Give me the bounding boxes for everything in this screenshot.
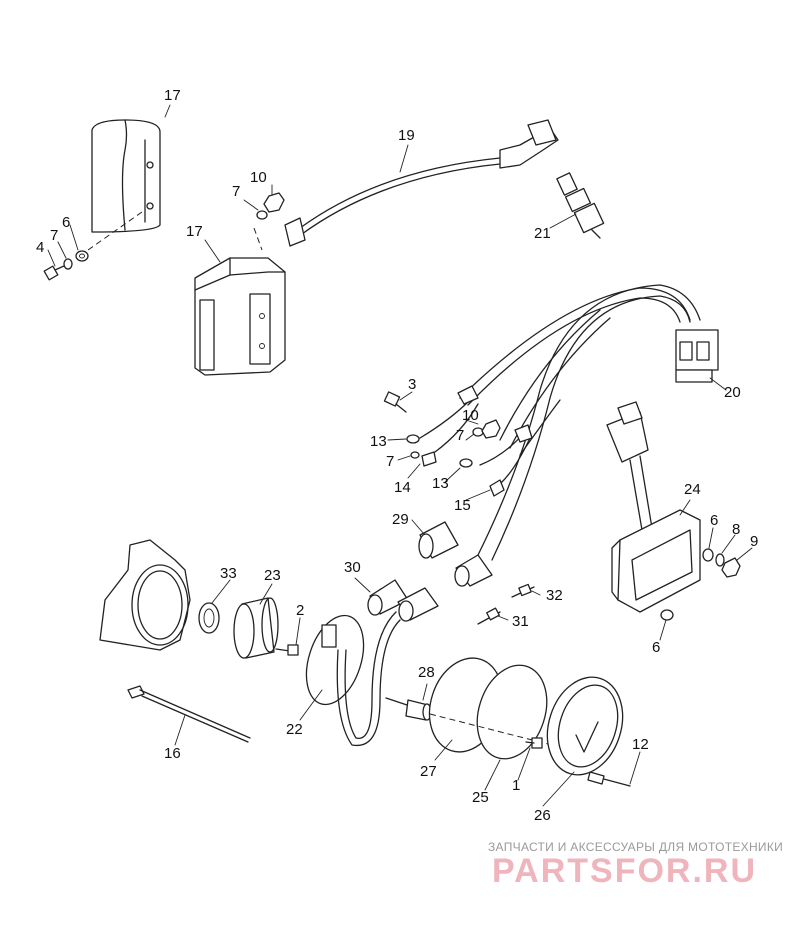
callout-19: 19 — [398, 127, 415, 144]
part-wiring-harness — [419, 284, 719, 587]
part-nut-10b — [481, 419, 501, 439]
callout-17: 17 — [186, 223, 203, 240]
part-lockwasher-8 — [715, 553, 725, 567]
part-rotor-23 — [233, 597, 279, 659]
callout-27: 27 — [420, 763, 437, 780]
callout-15: 15 — [454, 497, 471, 514]
part-washer-6a — [75, 250, 89, 262]
callout-10-mid: 10 — [462, 407, 479, 424]
part-outer-cover-26 — [546, 676, 624, 776]
part-bolt-4 — [43, 265, 65, 281]
callout-16: 16 — [164, 745, 181, 762]
part-ignition-coil — [194, 257, 286, 376]
part-terminal-13a — [406, 434, 420, 444]
callout-7-left: 7 — [50, 227, 59, 244]
part-pin-12 — [587, 771, 631, 787]
callout-31: 31 — [512, 613, 529, 630]
callout-32: 32 — [546, 587, 563, 604]
callout-22: 22 — [286, 721, 303, 738]
part-inner-cover-25 — [476, 664, 548, 760]
part-sleeve-29 — [418, 521, 459, 559]
part-washer-7c — [410, 451, 420, 459]
callout-24: 24 — [684, 481, 701, 498]
callout-23: 23 — [264, 567, 281, 584]
part-crankcase — [99, 539, 191, 651]
callout-7-top: 7 — [232, 183, 241, 200]
part-terminal-15 — [489, 479, 505, 497]
callout-12: 12 — [632, 736, 649, 753]
callout-33: 33 — [220, 565, 237, 582]
callout-13-left: 13 — [370, 433, 387, 450]
part-screw-2 — [275, 644, 299, 656]
callout-25: 25 — [472, 789, 489, 806]
callout-6-right: 6 — [710, 512, 719, 529]
part-standoff-28 — [385, 697, 432, 721]
watermark-brand: PARTSFOR.RU — [492, 852, 758, 890]
part-cable-tie-16 — [127, 685, 251, 743]
part-spark-plug-lead — [284, 119, 559, 247]
part-nut-9 — [721, 557, 741, 578]
part-screw-31 — [477, 607, 501, 625]
callout-1: 1 — [512, 777, 521, 794]
part-seal-33 — [198, 602, 220, 634]
part-nut-10a — [263, 192, 285, 213]
watermark-tagline: ЗАПЧАСТИ И АКСЕССУАРЫ ДЛЯ МОТОТЕХНИКИ — [488, 840, 784, 854]
callout-26: 26 — [534, 807, 551, 824]
callout-10-top: 10 — [250, 169, 267, 186]
leader-lines — [47, 104, 753, 807]
callout-20: 20 — [724, 384, 741, 401]
callout-6-bottom: 6 — [652, 639, 661, 656]
part-washer-6b — [702, 548, 714, 562]
part-washer-7b — [256, 210, 268, 220]
callout-13-right: 13 — [432, 475, 449, 492]
callout-4: 4 — [36, 239, 45, 256]
callout-21: 21 — [534, 225, 551, 242]
part-coil-cover — [91, 119, 161, 233]
callout-14: 14 — [394, 479, 411, 496]
callout-30: 30 — [344, 559, 361, 576]
callout-9: 9 — [750, 533, 759, 550]
callout-29: 29 — [392, 511, 409, 528]
part-ignition-module — [606, 401, 701, 613]
part-screw-1 — [525, 737, 543, 749]
callout-18: 17 — [164, 87, 181, 104]
callout-3: 3 — [408, 376, 417, 393]
callout-7-mid: 7 — [456, 427, 465, 444]
part-terminal-13b — [459, 458, 473, 468]
part-lockwasher-7a — [63, 258, 73, 270]
callout-2: 2 — [296, 602, 305, 619]
part-terminal-14 — [421, 451, 437, 467]
part-washer-6c — [660, 609, 674, 621]
part-spark-plug — [556, 172, 605, 239]
part-bolt-3 — [383, 391, 407, 413]
part-screw-32 — [511, 583, 535, 598]
callout-28: 28 — [418, 664, 435, 681]
callout-8: 8 — [732, 521, 741, 538]
callout-7-low: 7 — [386, 453, 395, 470]
part-washer-7d — [472, 427, 484, 437]
callout-6-left: 6 — [62, 214, 71, 231]
part-pickup-plate — [305, 587, 439, 747]
